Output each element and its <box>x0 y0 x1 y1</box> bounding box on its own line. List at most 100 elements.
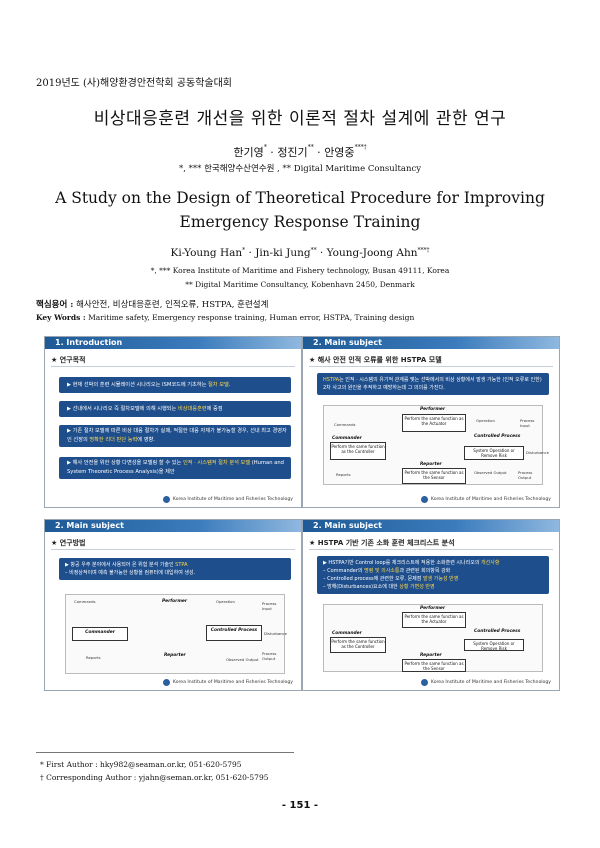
diagram-box-text: System Operation or Remove Risk <box>473 641 515 651</box>
diagram-controlled-title: Controlled Process <box>474 629 521 634</box>
slide-checklist-analysis: 2. Main subject ★ HSTPA 기반 기존 소화 훈련 체크리스… <box>302 519 560 691</box>
diagram-box-text: Perform the same function as the Actuato… <box>404 416 464 426</box>
author-en-1: Ki-Young Han <box>170 247 243 259</box>
panel-line: ▶ 항공 우주 분야에서 사용되어 온 위험 분석 기술인 STPA <box>65 561 285 569</box>
diagram-box-text: Perform the same function as the Control… <box>331 444 385 454</box>
author-sep: · <box>245 247 256 259</box>
diagram-label-process-output: Process Output <box>262 651 277 661</box>
diagram-label-operation: Operation <box>476 418 495 423</box>
diagram-label-reports: Reports <box>86 655 101 660</box>
slide-footer: Korea Institute of Maritime and Fisherie… <box>162 496 293 503</box>
author-1-mark: * <box>263 144 267 151</box>
slide-footer-text: Korea Institute of Maritime and Fisherie… <box>430 680 551 685</box>
panel-text: 는 인적 · 시스템의 유기적 관계를 맺는 선박에서의 비상 상황에서 발생 … <box>323 377 542 391</box>
author-2: 정진기 <box>277 146 308 159</box>
bullet-highlight: 인적 · 시스템적 절차 분석 모델 <box>182 460 251 466</box>
diagram-label-disturbance: Disturbance <box>264 631 287 636</box>
slide-footer-text: Korea Institute of Maritime and Fisherie… <box>172 497 293 502</box>
author-3-mark: ***† <box>354 144 367 151</box>
panel-highlight: 명령 및 의사소통 <box>364 568 400 574</box>
author-sep: · <box>266 146 278 159</box>
slide-panel: ▶ 항공 우주 분야에서 사용되어 온 위험 분석 기술인 STPA – 비정상… <box>59 558 291 580</box>
bullet-text: ▶ 해사 안전을 위한 상황 다변성을 모델링 할 수 있는 <box>67 460 183 466</box>
panel-line: – Commander의 명령 및 의사소통과 관련된 회의항목 강화 <box>323 567 543 575</box>
diagram-performer-title: Performer <box>420 606 446 611</box>
diagram-controlled-title: Controlled Process <box>474 434 521 439</box>
diagram-label-disturbance: Disturbance <box>526 450 549 455</box>
keywords-korean: 핵심용어 : 해사안전, 비상대응훈련, 인적오류, HSTPA, 훈련설계 <box>36 298 268 310</box>
bullet-text: 에 중점 <box>206 406 223 412</box>
panel-text: ▶ HSTPA기반 Control loop를 체크리스트에 적용한 소화훈련 … <box>323 560 482 566</box>
slide-header: 2. Main subject <box>45 520 301 532</box>
diagram-box-text: Perform the same function as the Sensor <box>404 470 464 480</box>
author-3: 안영중 <box>324 146 355 159</box>
slide-bullet: ▶ 선내에서 시나리오 즉 절차모델에 의해 시행되는 비상대응훈련에 중점 <box>59 401 291 417</box>
slide-header: 1. Introduction <box>45 337 301 349</box>
slide-subtitle: ★ HSTPA 기반 기존 소화 훈련 체크리스트 분석 <box>309 538 553 550</box>
diagram-commander-box: Perform the same function as the Control… <box>330 442 386 460</box>
slide-subtitle: ★ 해사 안전 인적 오류를 위한 HSTPA 모델 <box>309 355 553 367</box>
panel-line: – Controlled process에 관련한 오류, 문제점 발생 가능성… <box>323 575 543 583</box>
slide-footer: Korea Institute of Maritime and Fisherie… <box>420 496 551 503</box>
slide-subtitle: ★ 연구목적 <box>51 355 295 367</box>
slide-panel: HSTPA는 인적 · 시스템의 유기적 관계를 맺는 선박에서의 비상 상황에… <box>317 373 549 395</box>
panel-highlight: 개선사항 <box>481 560 500 566</box>
author-2-mark: ** <box>307 144 314 151</box>
diagram-box-text: Controlled Process <box>210 628 258 633</box>
slide-introduction: 1. Introduction ★ 연구목적 ▶ 현재 선박의 훈련 시뮬레이션… <box>44 336 302 508</box>
korean-affiliation: *, *** 한국해양수산연수원 , ** Digital Maritime C… <box>178 164 422 174</box>
english-title: A Study on the Design of Theoretical Pro… <box>55 189 545 231</box>
diagram-label-process-input: Process Input <box>520 418 535 428</box>
keywords-english-text: Maritime safety, Emergency response trai… <box>85 313 415 322</box>
slide-subtitle: ★ 연구방법 <box>51 538 295 550</box>
panel-highlight: HSTPA <box>323 377 340 383</box>
slide-bullet: ▶ 해사 안전을 위한 상황 다변성을 모델링 할 수 있는 인적 · 시스템적… <box>59 457 291 479</box>
panel-text: – Commander의 <box>323 568 365 574</box>
diagram-controlled-box: System Operation or Remove Risk <box>464 639 524 651</box>
control-loop-diagram: Performer Perform the same function as t… <box>323 604 543 672</box>
diagram-performer-box: Perform the same function as the Actuato… <box>402 414 466 432</box>
diagram-commander-box: Perform the same function as the Control… <box>330 637 386 653</box>
diagram-label-process-output: Process Output <box>518 470 533 480</box>
slide-footer: Korea Institute of Maritime and Fisherie… <box>420 679 551 686</box>
bullet-text: ▶ 기존 절차 모델에 따른 비상 대응 절차가 실패, 적절한 대응 자체가 … <box>67 428 287 443</box>
institute-logo-icon <box>162 496 170 503</box>
diagram-performer-title: Performer <box>162 599 188 604</box>
diagram-reporter-box: Perform the same function as the Sensor <box>402 659 466 672</box>
panel-line: – 비정상적이며 예측 불가능한 상황을 컴퓨터에 대입하여 생성. <box>65 570 196 576</box>
panel-text: ▶ 항공 우주 분야에서 사용되어 온 위험 분석 기술인 <box>65 562 176 568</box>
panel-line: – 방해(Disturbances)요소에 대한 상황 가변성 반영 <box>323 583 543 591</box>
keywords-english-label: Key Words : <box>36 313 86 322</box>
diagram-label-commands: Commands <box>334 422 356 427</box>
korean-title: 비상대응훈련 개선을 위한 이론적 절차 설계에 관한 연구 <box>93 109 507 129</box>
slide-footer: Korea Institute of Maritime and Fisherie… <box>162 679 293 686</box>
keywords-korean-label: 핵심용어 : <box>36 300 74 310</box>
author-en-1-mark: * <box>242 247 246 254</box>
panel-text: 과 관련된 회의항목 강화 <box>399 568 451 574</box>
bullet-text: 에 영향. <box>137 437 155 443</box>
slide-footer-text: Korea Institute of Maritime and Fisherie… <box>172 680 293 685</box>
panel-highlight: 상황 가변성 반영 <box>399 584 435 590</box>
diagram-reporter-title: Reporter <box>164 653 186 658</box>
bullet-text: (Human and System Theoretic Process Anal… <box>67 460 284 475</box>
diagram-controlled-box: System Operation or Remove Risk <box>464 446 524 460</box>
institute-logo-icon <box>162 679 170 686</box>
footnote-divider <box>36 752 294 753</box>
bullet-highlight: 절차 모델 <box>208 382 229 388</box>
panel-line: ▶ HSTPA기반 Control loop를 체크리스트에 적용한 소화훈련 … <box>323 559 543 567</box>
control-loop-diagram: Performer Perform the same function as t… <box>323 405 549 485</box>
author-en-2-mark: ** <box>310 247 317 254</box>
diagram-reporter-box: Perform the same function as the Sensor <box>402 468 466 484</box>
slide-bullet: ▶ 현재 선박의 훈련 시뮬레이션 시나리오는 ISM코드에 기초하는 절차 모… <box>59 377 291 393</box>
diagram-box-text: System Operation or Remove Risk <box>473 448 515 458</box>
author-1: 한기영 <box>233 146 264 159</box>
author-sep: · <box>313 146 325 159</box>
author-sep: · <box>316 247 327 259</box>
diagram-box-text: Perform the same function as the Actuato… <box>404 614 464 624</box>
diagram-label-commands: Commands <box>74 599 96 604</box>
panel-text: – Controlled process에 관련한 오류, 문제점 <box>323 576 423 582</box>
diagram-commander-title: Commander <box>332 436 362 441</box>
page-number: - 151 - <box>281 800 319 811</box>
control-loop-diagram: Performer Commander Controlled Process R… <box>65 594 287 674</box>
panel-highlight: 발생 가능성 반영 <box>422 576 459 582</box>
